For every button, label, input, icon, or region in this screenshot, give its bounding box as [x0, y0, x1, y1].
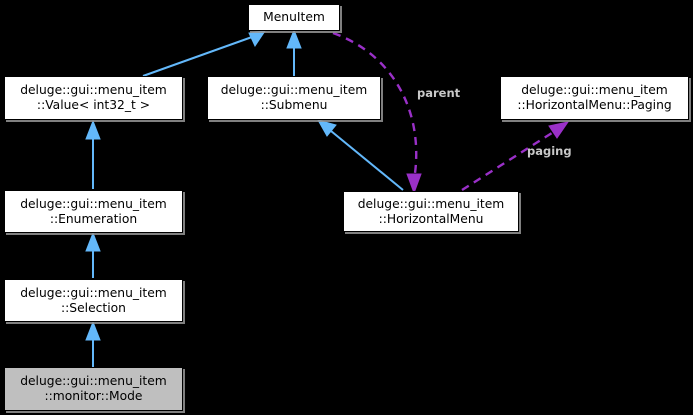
node-selection[interactable]: deluge::gui::menu_item ::Selection: [4, 279, 183, 322]
node-submenu[interactable]: deluge::gui::menu_item ::Submenu: [207, 76, 381, 120]
edge-submenu-to-menuitem: [286, 28, 302, 76]
node-horizontalmenu-label: deluge::gui::menu_item ::HorizontalMenu: [357, 196, 505, 226]
node-enumeration-label: deluge::gui::menu_item ::Enumeration: [20, 196, 167, 226]
node-horizontalmenu[interactable]: deluge::gui::menu_item ::HorizontalMenu: [343, 191, 519, 232]
edge-label-paging: paging: [527, 144, 572, 158]
node-enumeration[interactable]: deluge::gui::menu_item ::Enumeration: [4, 190, 183, 233]
edge-label-parent: parent: [417, 86, 461, 100]
edge-horizontalmenu-to-paging: [461, 121, 570, 192]
node-menuitem-label: MenuItem: [263, 10, 325, 24]
edge-horizontalmenu-to-submenu: [316, 119, 404, 191]
node-value-int32[interactable]: deluge::gui::menu_item ::Value< int32_t …: [4, 76, 183, 120]
edge-mode-to-selection: [85, 320, 101, 367]
node-horizontalmenu-paging[interactable]: deluge::gui::menu_item ::HorizontalMenu:…: [500, 76, 689, 120]
node-menuitem[interactable]: MenuItem: [248, 4, 340, 31]
edge-value-to-menuitem: [142, 30, 267, 77]
node-monitor-mode-label: deluge::gui::menu_item ::monitor::Mode: [20, 374, 167, 403]
edge-enumeration-to-value: [85, 119, 101, 189]
node-monitor-mode[interactable]: deluge::gui::menu_item ::monitor::Mode: [4, 367, 183, 411]
node-horizontalmenu-paging-label: deluge::gui::menu_item ::HorizontalMenu:…: [517, 83, 672, 112]
node-value-int32-label: deluge::gui::menu_item ::Value< int32_t …: [20, 83, 167, 112]
edge-menuitem-to-horizontalmenu-parent: [332, 31, 422, 195]
node-selection-label: deluge::gui::menu_item ::Selection: [20, 285, 167, 315]
edge-selection-to-enumeration: [85, 231, 101, 278]
node-submenu-label: deluge::gui::menu_item ::Submenu: [220, 83, 368, 112]
